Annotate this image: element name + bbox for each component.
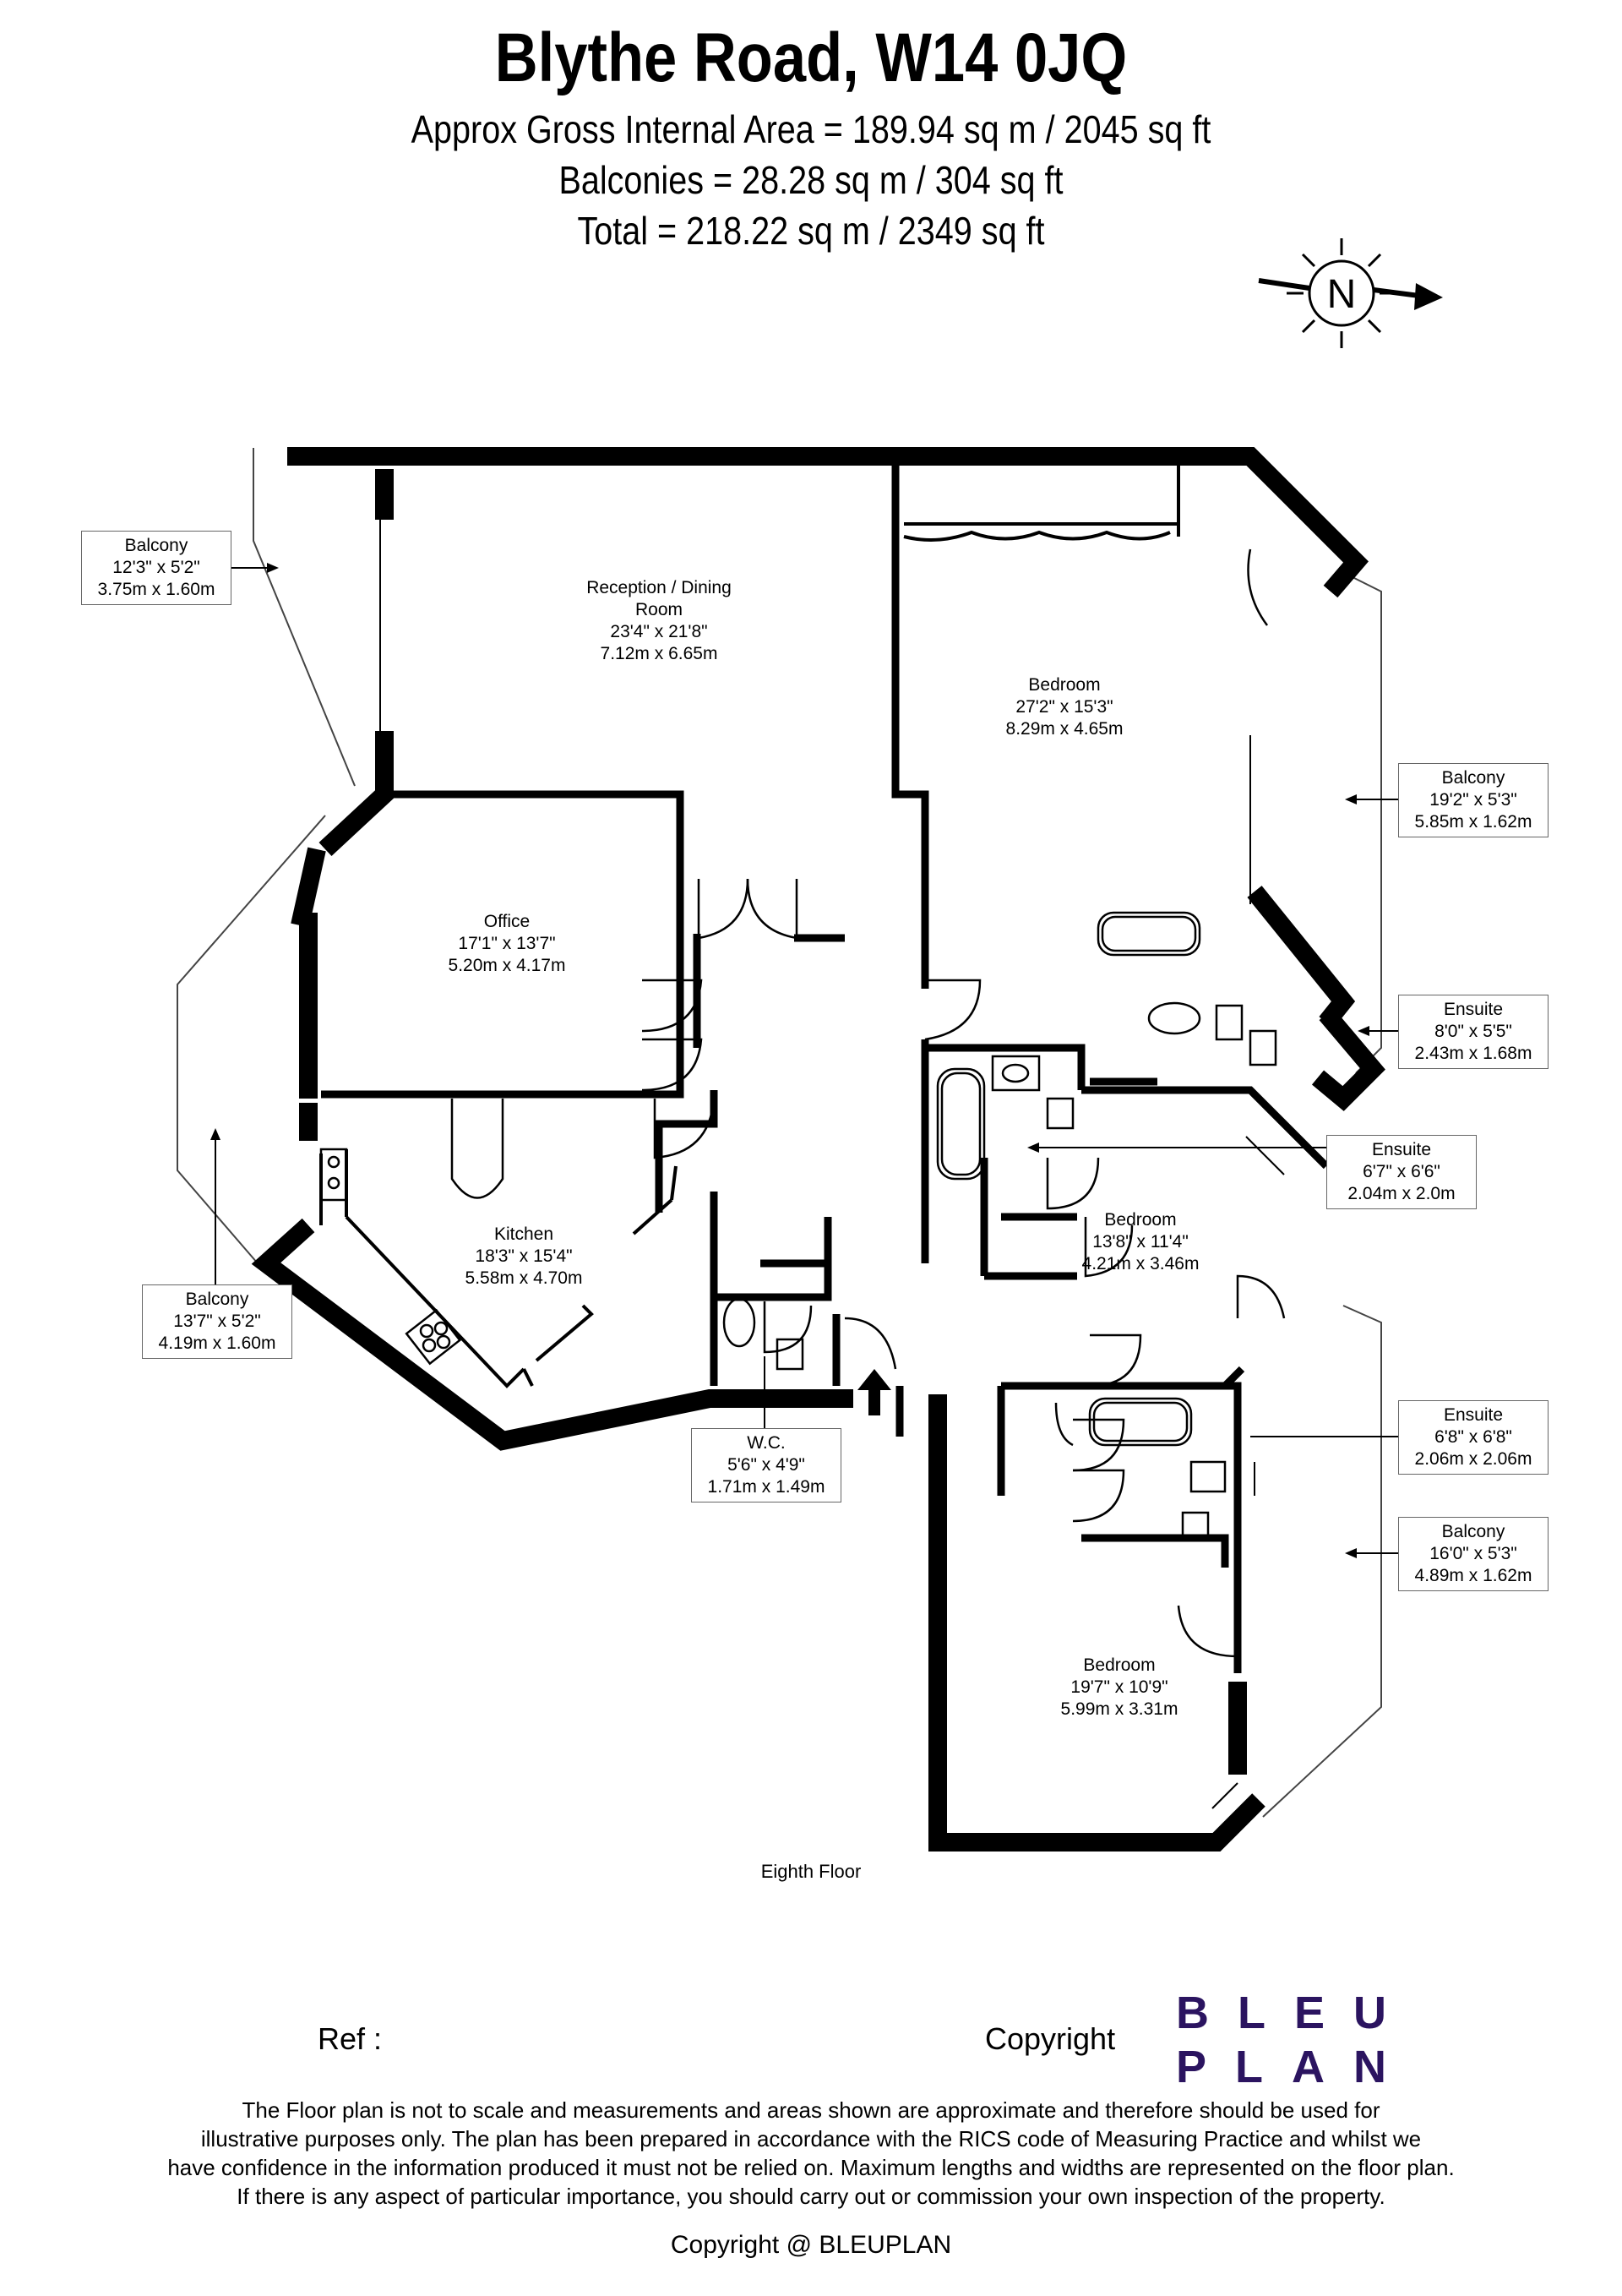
label-metric: 2.06m x 2.06m <box>1414 1449 1532 1469</box>
bleuplan-logo: BLEU PLAN <box>1176 1986 1415 2094</box>
label-balcony-northwest: Balcony 12'3" x 5'2" 3.75m x 1.60m <box>81 531 231 605</box>
compass-north-letter: N <box>1327 272 1357 317</box>
total-area: Total = 218.22 sq m / 2349 sq ft <box>577 209 1045 253</box>
room-imperial: 17'1" x 13'7" <box>458 934 556 953</box>
compass-icon: N <box>1258 238 1443 348</box>
leader-arrowheads <box>210 563 1369 1558</box>
room-imperial: 18'3" x 15'4" <box>475 1246 573 1266</box>
label-metric: 4.19m x 1.60m <box>158 1333 276 1353</box>
label-name: Balcony <box>124 536 188 555</box>
room-bedroom-middle: Bedroom 13'8" x 11'4" 4.21m x 3.46m <box>1031 1209 1250 1275</box>
disclaimer: The Floor plan is not to scale and measu… <box>110 2096 1512 2211</box>
label-metric: 3.75m x 1.60m <box>97 580 215 599</box>
disclaimer-line: If there is any aspect of particular imp… <box>237 2184 1385 2209</box>
label-imperial: 13'7" x 5'2" <box>173 1312 261 1331</box>
room-metric: 5.58m x 4.70m <box>465 1268 583 1288</box>
label-name: W.C. <box>747 1433 786 1453</box>
room-main-bedroom: Bedroom 27'2" x 15'3" 8.29m x 4.65m <box>955 674 1174 740</box>
disclaimer-line: have confidence in the information produ… <box>167 2155 1455 2180</box>
room-metric: 5.20m x 4.17m <box>448 956 566 975</box>
label-name: Balcony <box>1441 768 1505 788</box>
footer-copyright: Copyright @ BLEUPLAN <box>670 2231 952 2259</box>
disclaimer-line: The Floor plan is not to scale and measu… <box>242 2097 1380 2123</box>
label-ensuite-2: Ensuite 6'7" x 6'6" 2.04m x 2.0m <box>1326 1135 1477 1209</box>
label-wc: W.C. 5'6" x 4'9" 1.71m x 1.49m <box>691 1428 841 1502</box>
label-ensuite-3: Ensuite 6'8" x 6'8" 2.06m x 2.06m <box>1398 1400 1549 1475</box>
room-imperial: 23'4" x 21'8" <box>610 622 708 641</box>
room-name: Office <box>483 912 531 931</box>
room-metric: 5.99m x 3.31m <box>1060 1699 1178 1719</box>
room-metric: 7.12m x 6.65m <box>600 644 718 663</box>
label-balcony-west: Balcony 13'7" x 5'2" 4.19m x 1.60m <box>142 1284 292 1359</box>
copyright-label: Copyright <box>985 2021 1116 2056</box>
sanitary-fixtures <box>319 911 1277 1540</box>
label-name: Ensuite <box>1443 1405 1504 1425</box>
room-name: Bedroom <box>1104 1210 1177 1230</box>
room-metric: 8.29m x 4.65m <box>1005 719 1124 739</box>
room-name: Bedroom <box>1083 1655 1156 1675</box>
logo-line-2: PLAN <box>1176 2042 1415 2092</box>
room-name: Bedroom <box>1028 675 1101 695</box>
room-reception-dining: Reception / Dining Room 23'4" x 21'8" 7.… <box>524 577 794 665</box>
label-balcony-east-upper: Balcony 19'2" x 5'3" 5.85m x 1.62m <box>1398 763 1549 837</box>
room-name: Reception / Dining <box>586 578 732 597</box>
label-imperial: 5'6" x 4'9" <box>727 1455 805 1475</box>
label-imperial: 12'3" x 5'2" <box>112 558 200 577</box>
label-name: Balcony <box>1441 1522 1505 1541</box>
room-kitchen: Kitchen 18'3" x 15'4" 5.58m x 4.70m <box>414 1224 634 1290</box>
label-imperial: 19'2" x 5'3" <box>1429 790 1517 810</box>
leader-lines <box>215 567 1398 1554</box>
room-name-line2: Room <box>634 600 683 619</box>
label-metric: 2.43m x 1.68m <box>1414 1044 1532 1063</box>
label-imperial: 16'0" x 5'3" <box>1429 1544 1517 1563</box>
door-swings <box>641 548 1286 1658</box>
logo-line-1: BLEU <box>1176 1988 1415 2038</box>
disclaimer-line: illustrative purposes only. The plan has… <box>200 2126 1422 2151</box>
floor-label: Eighth Floor <box>760 1861 862 1882</box>
entrance-arrow-icon <box>857 1369 891 1415</box>
label-name: Ensuite <box>1371 1140 1432 1159</box>
gross-internal-area: Approx Gross Internal Area = 189.94 sq m… <box>411 107 1211 151</box>
room-bedroom-lower: Bedroom 19'7" x 10'9" 5.99m x 3.31m <box>1010 1655 1229 1721</box>
label-name: Balcony <box>185 1290 249 1309</box>
label-imperial: 6'7" x 6'6" <box>1363 1162 1440 1181</box>
room-imperial: 27'2" x 15'3" <box>1015 697 1113 717</box>
window-marks <box>303 520 1285 1809</box>
room-name: Kitchen <box>493 1224 554 1244</box>
label-name: Ensuite <box>1443 1000 1504 1019</box>
label-metric: 5.85m x 1.62m <box>1414 812 1532 832</box>
label-metric: 4.89m x 1.62m <box>1414 1566 1532 1585</box>
exterior-walls <box>251 447 1385 1852</box>
ref-label: Ref : <box>318 2021 383 2056</box>
page-title: Blythe Road, W14 0JQ <box>494 19 1128 96</box>
label-metric: 2.04m x 2.0m <box>1347 1184 1456 1203</box>
label-metric: 1.71m x 1.49m <box>707 1477 825 1497</box>
room-imperial: 13'8" x 11'4" <box>1092 1232 1189 1252</box>
balconies-area: Balconies = 28.28 sq m / 304 sq ft <box>558 158 1064 202</box>
room-metric: 4.21m x 3.46m <box>1081 1254 1200 1273</box>
balcony-outlines <box>177 448 1382 1818</box>
label-imperial: 8'0" x 5'5" <box>1434 1022 1512 1041</box>
room-office: Office 17'1" x 13'7" 5.20m x 4.17m <box>397 911 617 977</box>
room-imperial: 19'7" x 10'9" <box>1070 1677 1168 1697</box>
label-imperial: 6'8" x 6'8" <box>1434 1427 1512 1447</box>
label-balcony-east-lower: Balcony 16'0" x 5'3" 4.89m x 1.62m <box>1398 1517 1549 1591</box>
label-ensuite-1: Ensuite 8'0" x 5'5" 2.43m x 1.68m <box>1398 995 1549 1069</box>
